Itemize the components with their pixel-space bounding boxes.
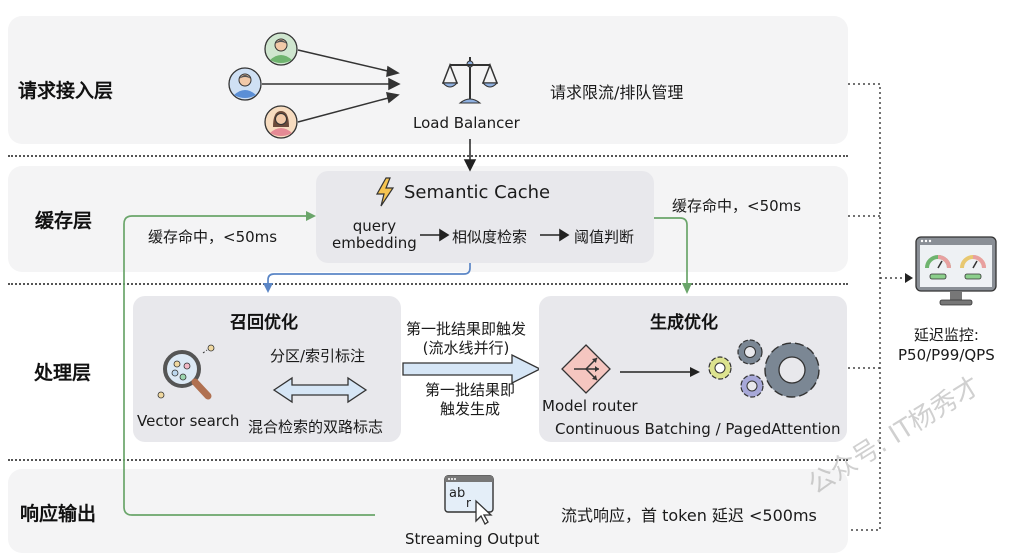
layer-label-process: 处理层 (34, 362, 92, 384)
user-icon (264, 105, 298, 143)
layer-label-request: 请求接入层 (18, 80, 114, 102)
query-line: query (352, 217, 397, 235)
embedding-line: embedding (332, 234, 417, 252)
router-diamond-icon (560, 343, 612, 399)
recall-title: 召回优化 (230, 313, 298, 333)
pipeline-bottom-note: 第一批结果即 触发生成 (425, 381, 515, 419)
monitor-arrowhead (905, 273, 913, 283)
svg-text:r: r (466, 496, 471, 510)
layer-request (8, 16, 848, 144)
divider-2 (8, 283, 848, 285)
lightning-icon (374, 177, 396, 211)
pipeline-bottom-line2: 触发生成 (440, 400, 501, 418)
layer-label-output: 响应输出 (20, 503, 97, 525)
divider-3 (8, 459, 848, 461)
gears-icon (704, 338, 822, 408)
query-embedding-step: query embedding (332, 218, 417, 252)
streaming-output-label: Streaming Output (405, 530, 540, 548)
balance-scale-icon (441, 55, 499, 111)
pipeline-arrow-icon (402, 353, 542, 388)
user-icon (264, 32, 298, 70)
latency-monitor-label: 延迟监控: P50/P99/QPS (898, 325, 995, 365)
batching-label: Continuous Batching / PagedAttention (555, 420, 841, 438)
partition-index-note: 分区/索引标注 (270, 347, 366, 365)
semantic-cache-title: Semantic Cache (404, 182, 551, 203)
load-balancer-label: Load Balancer (413, 114, 520, 132)
generation-title: 生成优化 (650, 313, 718, 333)
pipeline-top-note: 第一批结果即触发 (流水线并行) (406, 320, 526, 358)
pipeline-top-line1: 第一批结果即触发 (406, 320, 527, 338)
divider-1 (8, 155, 848, 157)
vector-search-label: Vector search (137, 412, 240, 430)
svg-text:ab: ab (449, 486, 465, 501)
monitor-dashboard-icon (915, 236, 997, 312)
pipeline-top-line2: (流水线并行) (422, 339, 510, 357)
threshold-step: 阈值判断 (574, 228, 635, 246)
monitor-line1: 延迟监控: (913, 326, 979, 344)
cache-hit-left-note: 缓存命中，<50ms (148, 228, 278, 246)
monitor-line2: P50/P99/QPS (898, 346, 995, 364)
router-to-gears-arrow (620, 363, 700, 382)
magnifier-icon (155, 343, 217, 407)
model-router-label: Model router (542, 397, 638, 415)
rate-limit-note: 请求限流/排队管理 (550, 83, 684, 102)
pipeline-bottom-line1: 第一批结果即 (425, 381, 516, 399)
similarity-search-step: 相似度检索 (452, 228, 528, 246)
user-icon (228, 67, 262, 105)
streaming-note: 流式响应，首 token 延迟 <500ms (561, 506, 817, 525)
double-arrow-icon (272, 376, 368, 408)
hybrid-search-note: 混合检索的双路标志 (248, 418, 384, 436)
layer-label-cache: 缓存层 (35, 210, 93, 232)
cache-hit-right-note: 缓存命中，<50ms (672, 197, 802, 215)
